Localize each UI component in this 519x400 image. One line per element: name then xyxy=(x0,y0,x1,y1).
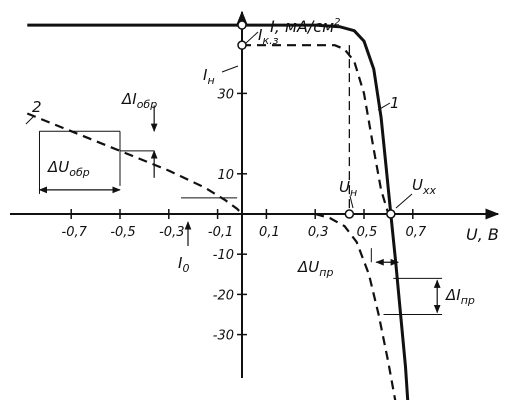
x-tick-label: 0,7 xyxy=(405,225,426,240)
x-tick-label: -0,3 xyxy=(159,225,184,240)
un-leader xyxy=(349,195,354,209)
series-0-curve xyxy=(27,23,410,400)
isc-leader xyxy=(245,31,259,44)
delta-i-pr-label: ΔIпр xyxy=(445,286,475,307)
in-point-marker xyxy=(237,40,247,50)
series-1-curve xyxy=(26,112,243,215)
x-tick-label: 0,3 xyxy=(308,225,329,240)
delta-i-obr-label: ΔIобр xyxy=(121,90,157,111)
un-label: Uн xyxy=(339,178,357,199)
y-tick-label: -20 xyxy=(213,288,234,303)
un-point-marker xyxy=(344,209,355,219)
curve-2-leader xyxy=(25,115,35,125)
in-label: Iн xyxy=(203,66,215,87)
io-label: I0 xyxy=(178,254,189,275)
x-axis-title: U, В xyxy=(466,225,499,244)
y-tick-label: 10 xyxy=(217,168,234,183)
uxx-label: Uхх xyxy=(412,176,436,197)
x-tick-label: 0,5 xyxy=(357,225,378,240)
curve-1-label: 1 xyxy=(390,94,400,112)
y-tick-label: 30 xyxy=(217,87,234,102)
x-tick-label: -0,7 xyxy=(62,225,88,240)
curve-2-label: 2 xyxy=(32,98,42,116)
curve-1-leader xyxy=(377,102,391,111)
series-2-curve xyxy=(242,44,390,215)
delta-u-obr-label: ΔUобр xyxy=(47,158,90,179)
x-tick-label: -0,1 xyxy=(208,225,233,240)
uxx-leader xyxy=(395,193,413,209)
y-axis-title: I, мА/см2 xyxy=(270,17,341,36)
x-tick-label: 0,1 xyxy=(259,225,280,240)
x-tick-label: -0,5 xyxy=(110,225,135,240)
series-3-curve xyxy=(314,212,397,400)
y-tick-label: -30 xyxy=(213,329,234,344)
y-tick-label: -10 xyxy=(213,248,234,263)
isc-point-marker xyxy=(237,20,247,30)
isc-label: Iк.з xyxy=(258,26,279,47)
in-leader xyxy=(221,65,239,73)
uxx-point-marker xyxy=(386,209,396,219)
delta-u-pr-label: ΔUпр xyxy=(297,258,333,279)
